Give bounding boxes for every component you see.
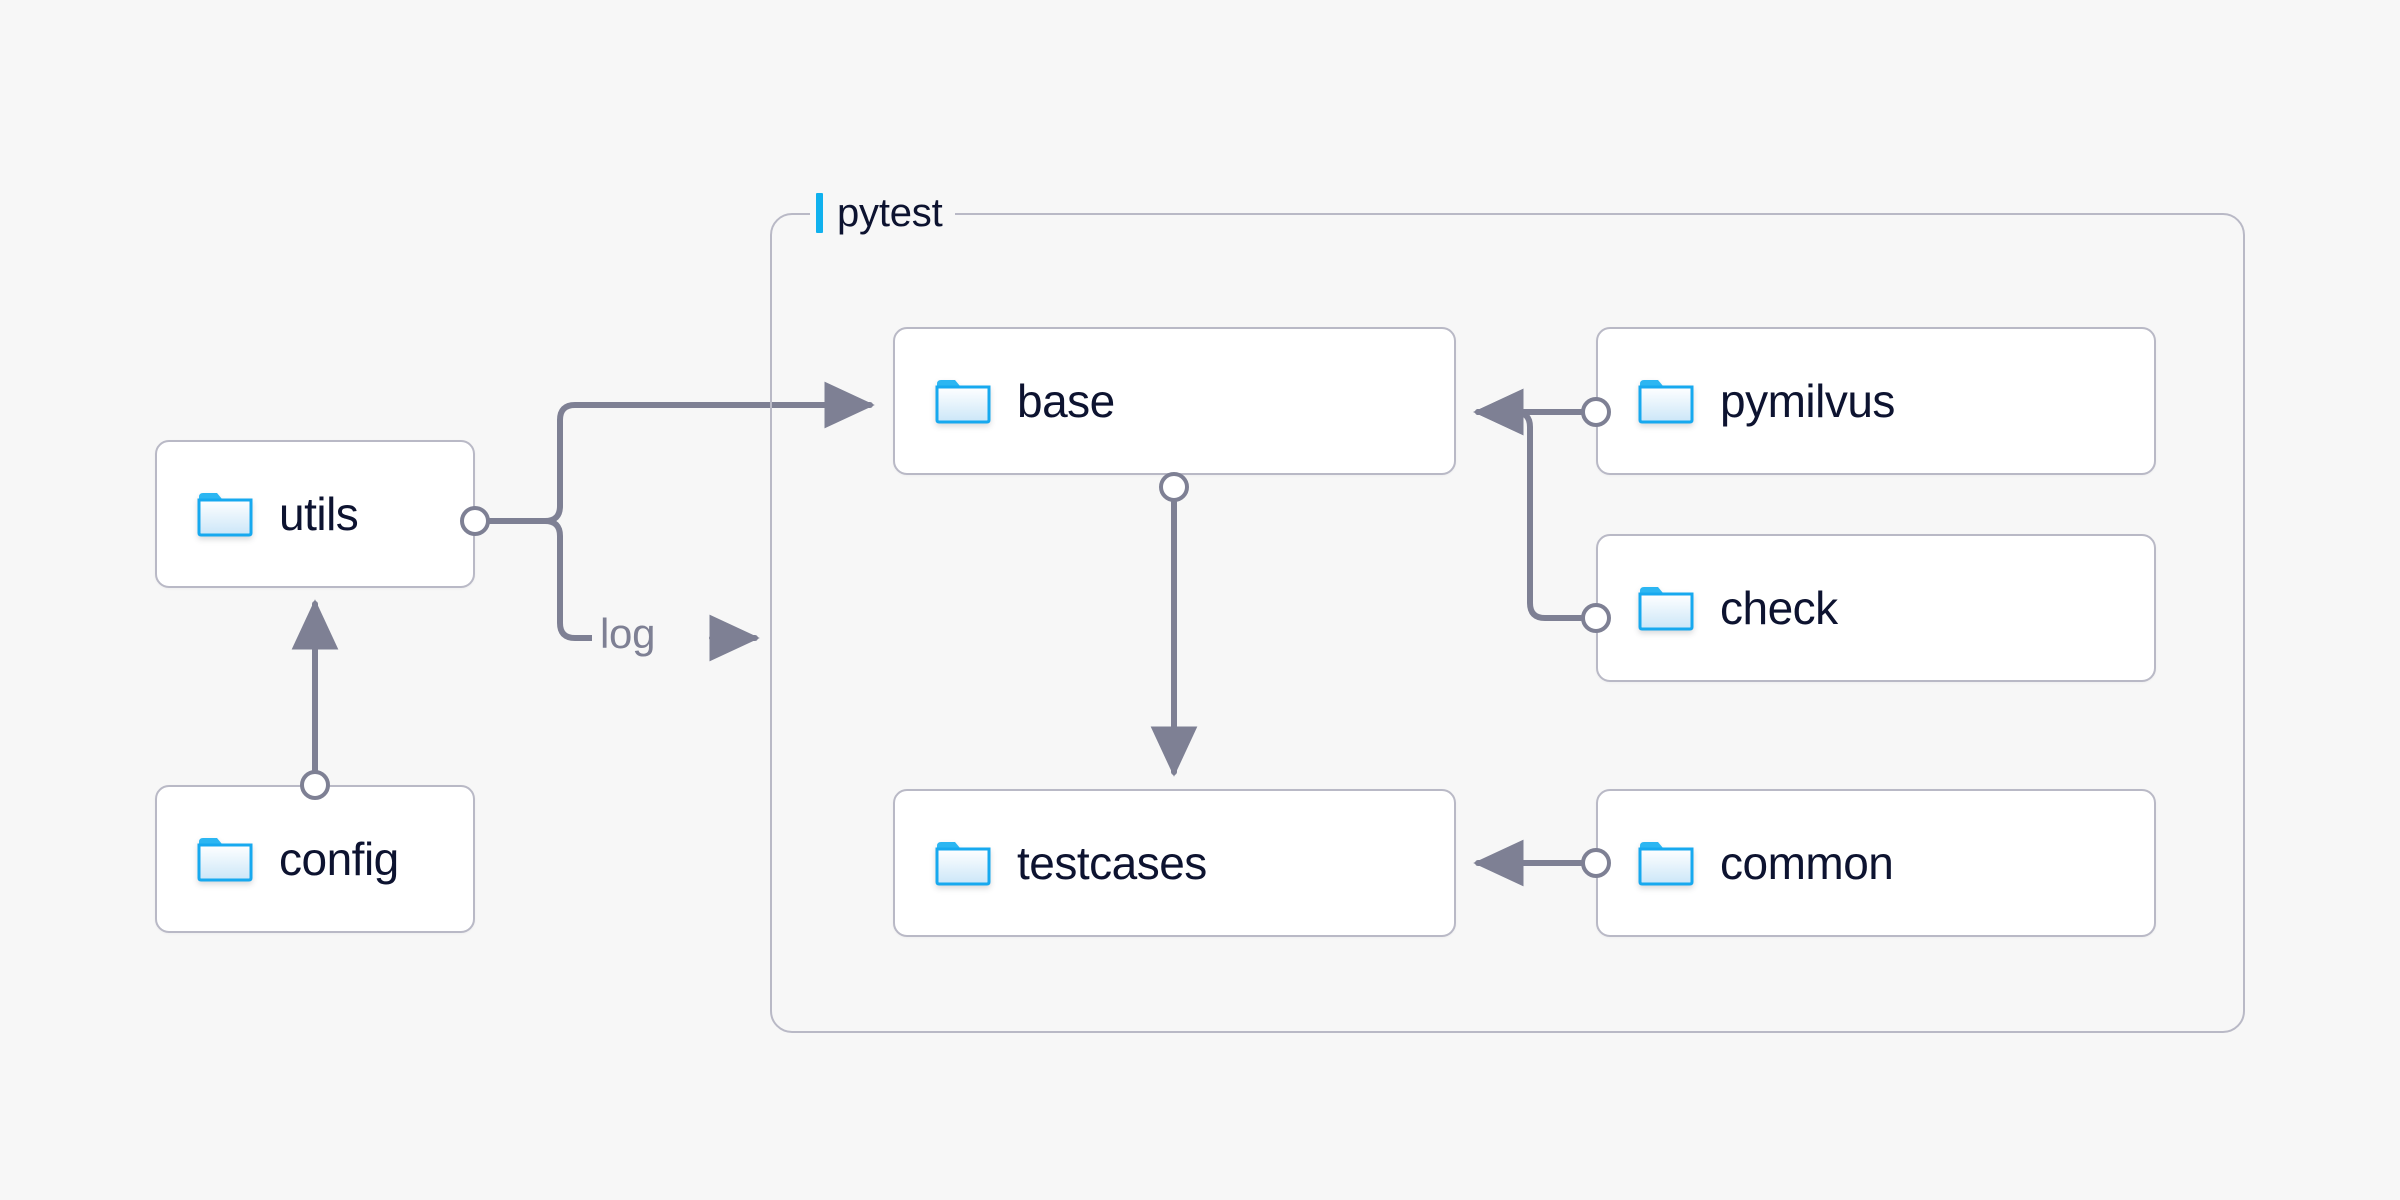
edge-utils-to-log: [542, 518, 595, 641]
port-pymilvus-left[interactable]: [1581, 397, 1611, 427]
node-testcases[interactable]: testcases: [893, 789, 1456, 937]
node-base[interactable]: base: [893, 327, 1456, 475]
node-label-common: common: [1720, 837, 1894, 889]
node-config[interactable]: config: [155, 785, 475, 933]
node-pymilvus[interactable]: pymilvus: [1596, 327, 2156, 475]
folder-icon: [1638, 380, 1694, 424]
node-label-pymilvus: pymilvus: [1720, 375, 1895, 427]
node-label-base: base: [1017, 375, 1115, 427]
group-label-text: pytest: [837, 190, 943, 235]
node-label-check: check: [1720, 582, 1838, 634]
node-check[interactable]: check: [1596, 534, 2156, 682]
port-config-top[interactable]: [300, 770, 330, 800]
folder-icon: [1638, 842, 1694, 886]
node-label-config: config: [279, 833, 399, 885]
node-label-testcases: testcases: [1017, 837, 1207, 889]
node-utils[interactable]: utils: [155, 440, 475, 588]
node-label-utils: utils: [279, 488, 359, 540]
port-check-left[interactable]: [1581, 603, 1611, 633]
folder-icon: [935, 842, 991, 886]
node-common[interactable]: common: [1596, 789, 2156, 937]
port-common-left[interactable]: [1581, 848, 1611, 878]
group-container-pytest[interactable]: [770, 213, 2245, 1033]
folder-icon: [1638, 587, 1694, 631]
folder-icon: [935, 380, 991, 424]
accent-bar-icon: [816, 193, 823, 233]
group-label-pytest: pytest: [810, 190, 955, 236]
port-utils-right[interactable]: [460, 506, 490, 536]
port-base-bottom[interactable]: [1159, 472, 1189, 502]
folder-icon: [197, 838, 253, 882]
edge-label-log: log: [592, 613, 664, 655]
folder-icon: [197, 493, 253, 537]
